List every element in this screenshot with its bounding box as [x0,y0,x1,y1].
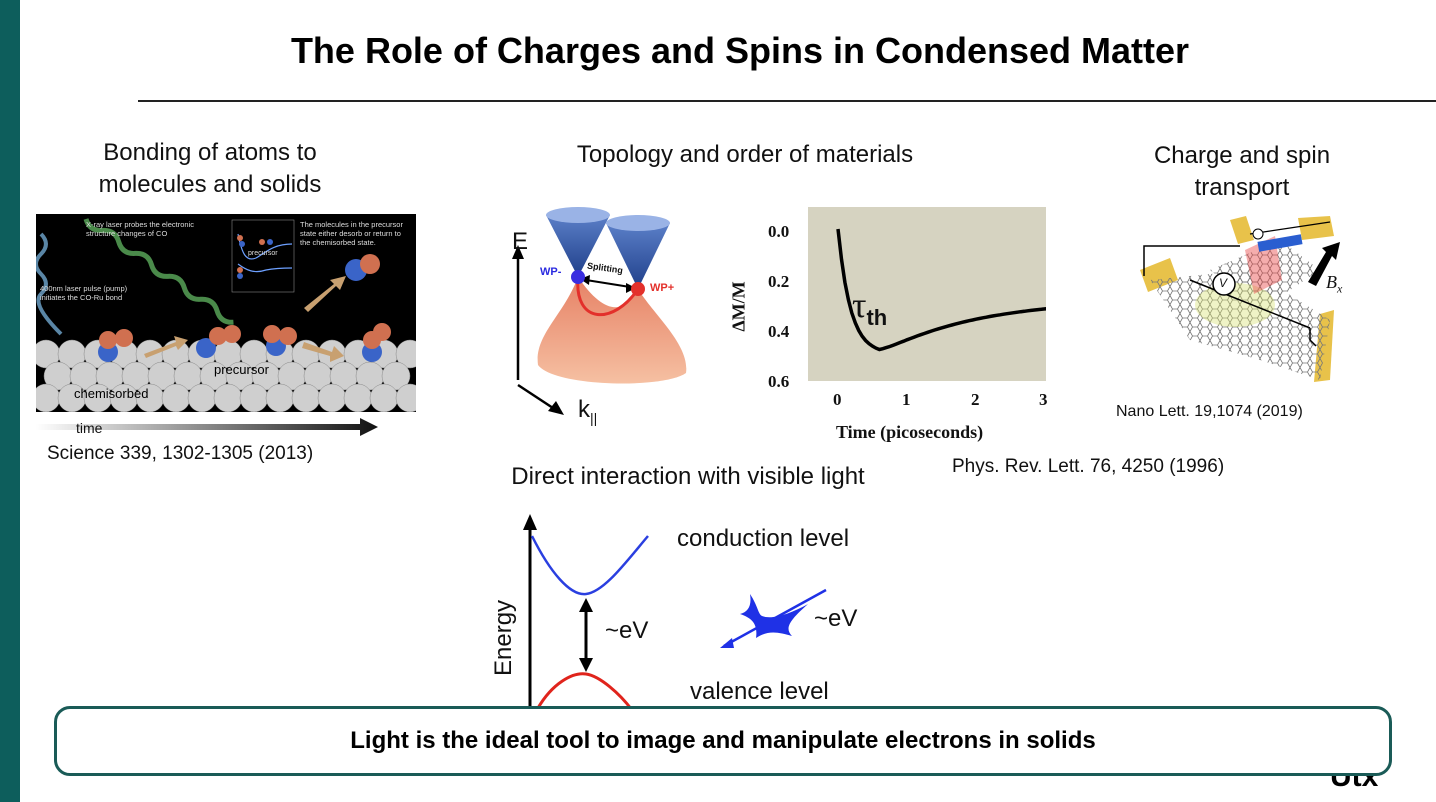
caption-text: Light is the ideal tool to image and man… [350,727,1096,754]
ytick-1: 0.2 [768,272,790,291]
magnetization-plot-area [808,207,1049,381]
chemisorbed-label: chemisorbed [74,386,149,401]
demagnetization-curve [836,228,1049,352]
molecules-note: The molecules in the precursor state eit… [300,220,403,247]
energy-axis-text: Energy [490,599,517,676]
gap-label: ~eV [605,617,649,644]
xtick-2: 2 [971,390,980,409]
momentum-axis-k: k|| [578,396,597,426]
tau-symbol: τ [852,285,867,325]
conduction-level-label: conduction level [677,525,850,552]
tau-subscript: th [866,305,888,331]
transport-heading: Charge and spin transport [1100,140,1384,204]
co-molecules [98,254,391,362]
process-arrow-2 [302,342,344,362]
time-label: time [76,420,103,436]
valence-level-label: valence level [690,678,829,705]
ytick-3: 0.6 [768,372,790,391]
slide-title: The Role of Charges and Spins in Condens… [290,30,1190,71]
light-heading: Direct interaction with visible light [511,463,865,490]
slide-accent-bar [0,0,20,802]
xtick-3: 3 [1039,390,1048,409]
pump-note: 400nm laser pulse (pump) initiates the C… [40,284,128,302]
field-arrow-icon [1308,242,1340,286]
bonding-figure: X-ray laser probes the electronic struct… [36,214,416,412]
accent-notch [20,236,34,306]
xtick-0: 0 [833,390,842,409]
xray-note: X-ray laser probes the electronic struct… [86,220,194,238]
inset-graph-frame [231,219,295,293]
valence-band [536,672,634,711]
time-arrow [36,418,378,436]
bonding-heading: Bonding of atoms to molecules and solids [40,137,380,201]
surface-chemistry-illustration [36,218,416,412]
transport-citation: Nano Lett. 19,1074 (2019) [1116,403,1303,420]
transport-heading-line1: Charge and spin [1153,142,1331,169]
k-symbol: k [578,396,590,423]
plot-xlabel: Time (picoseconds) [836,422,984,442]
pump-beam [36,232,63,336]
bonding-citation: Science 339, 1302-1305 (2013) [47,443,314,464]
transport-heading-line2: transport [1194,174,1290,201]
photon-energy-label: ~eV [814,605,858,632]
wp-plus-label: WP+ [650,282,675,294]
conduction-band [530,535,649,596]
field-label: Bx [1326,272,1342,297]
title-divider [138,100,1436,102]
ru-surface [36,339,416,412]
plot-ylabel: ΔM/M [728,281,749,332]
wp-minus-label: WP- [540,266,562,278]
topology-citation: Phys. Rev. Lett. 76, 4250 (1996) [952,456,1225,477]
topology-heading: Topology and order of materials [576,141,914,168]
band-diagram [523,514,649,712]
k-subscript: || [590,409,598,426]
weyl-cone-diagram [512,207,687,415]
xtick-1: 1 [902,390,911,409]
process-arrow-1 [144,336,188,358]
bonding-heading-line2: molecules and solids [98,171,322,198]
voltmeter-icon [1212,272,1236,296]
graphene-device-illustration [1140,216,1340,382]
energy-axis-E: E [512,228,529,255]
xray-beam [83,218,234,325]
precursor-label: precursor [214,362,269,377]
tau-annotation: τth [852,284,887,331]
photon-icon [720,588,827,648]
voltmeter-label: V [1219,276,1228,290]
inset-precursor-label: precursor [248,250,278,257]
caption-box: Light is the ideal tool to image and man… [54,706,1392,776]
field-symbol: B [1326,272,1337,292]
ytick-2: 0.4 [768,322,790,341]
ytick-0: 0.0 [768,222,790,241]
desorb-arrow [304,276,346,312]
field-subscript: x [1337,281,1343,296]
bonding-heading-line1: Bonding of atoms to [103,139,317,166]
